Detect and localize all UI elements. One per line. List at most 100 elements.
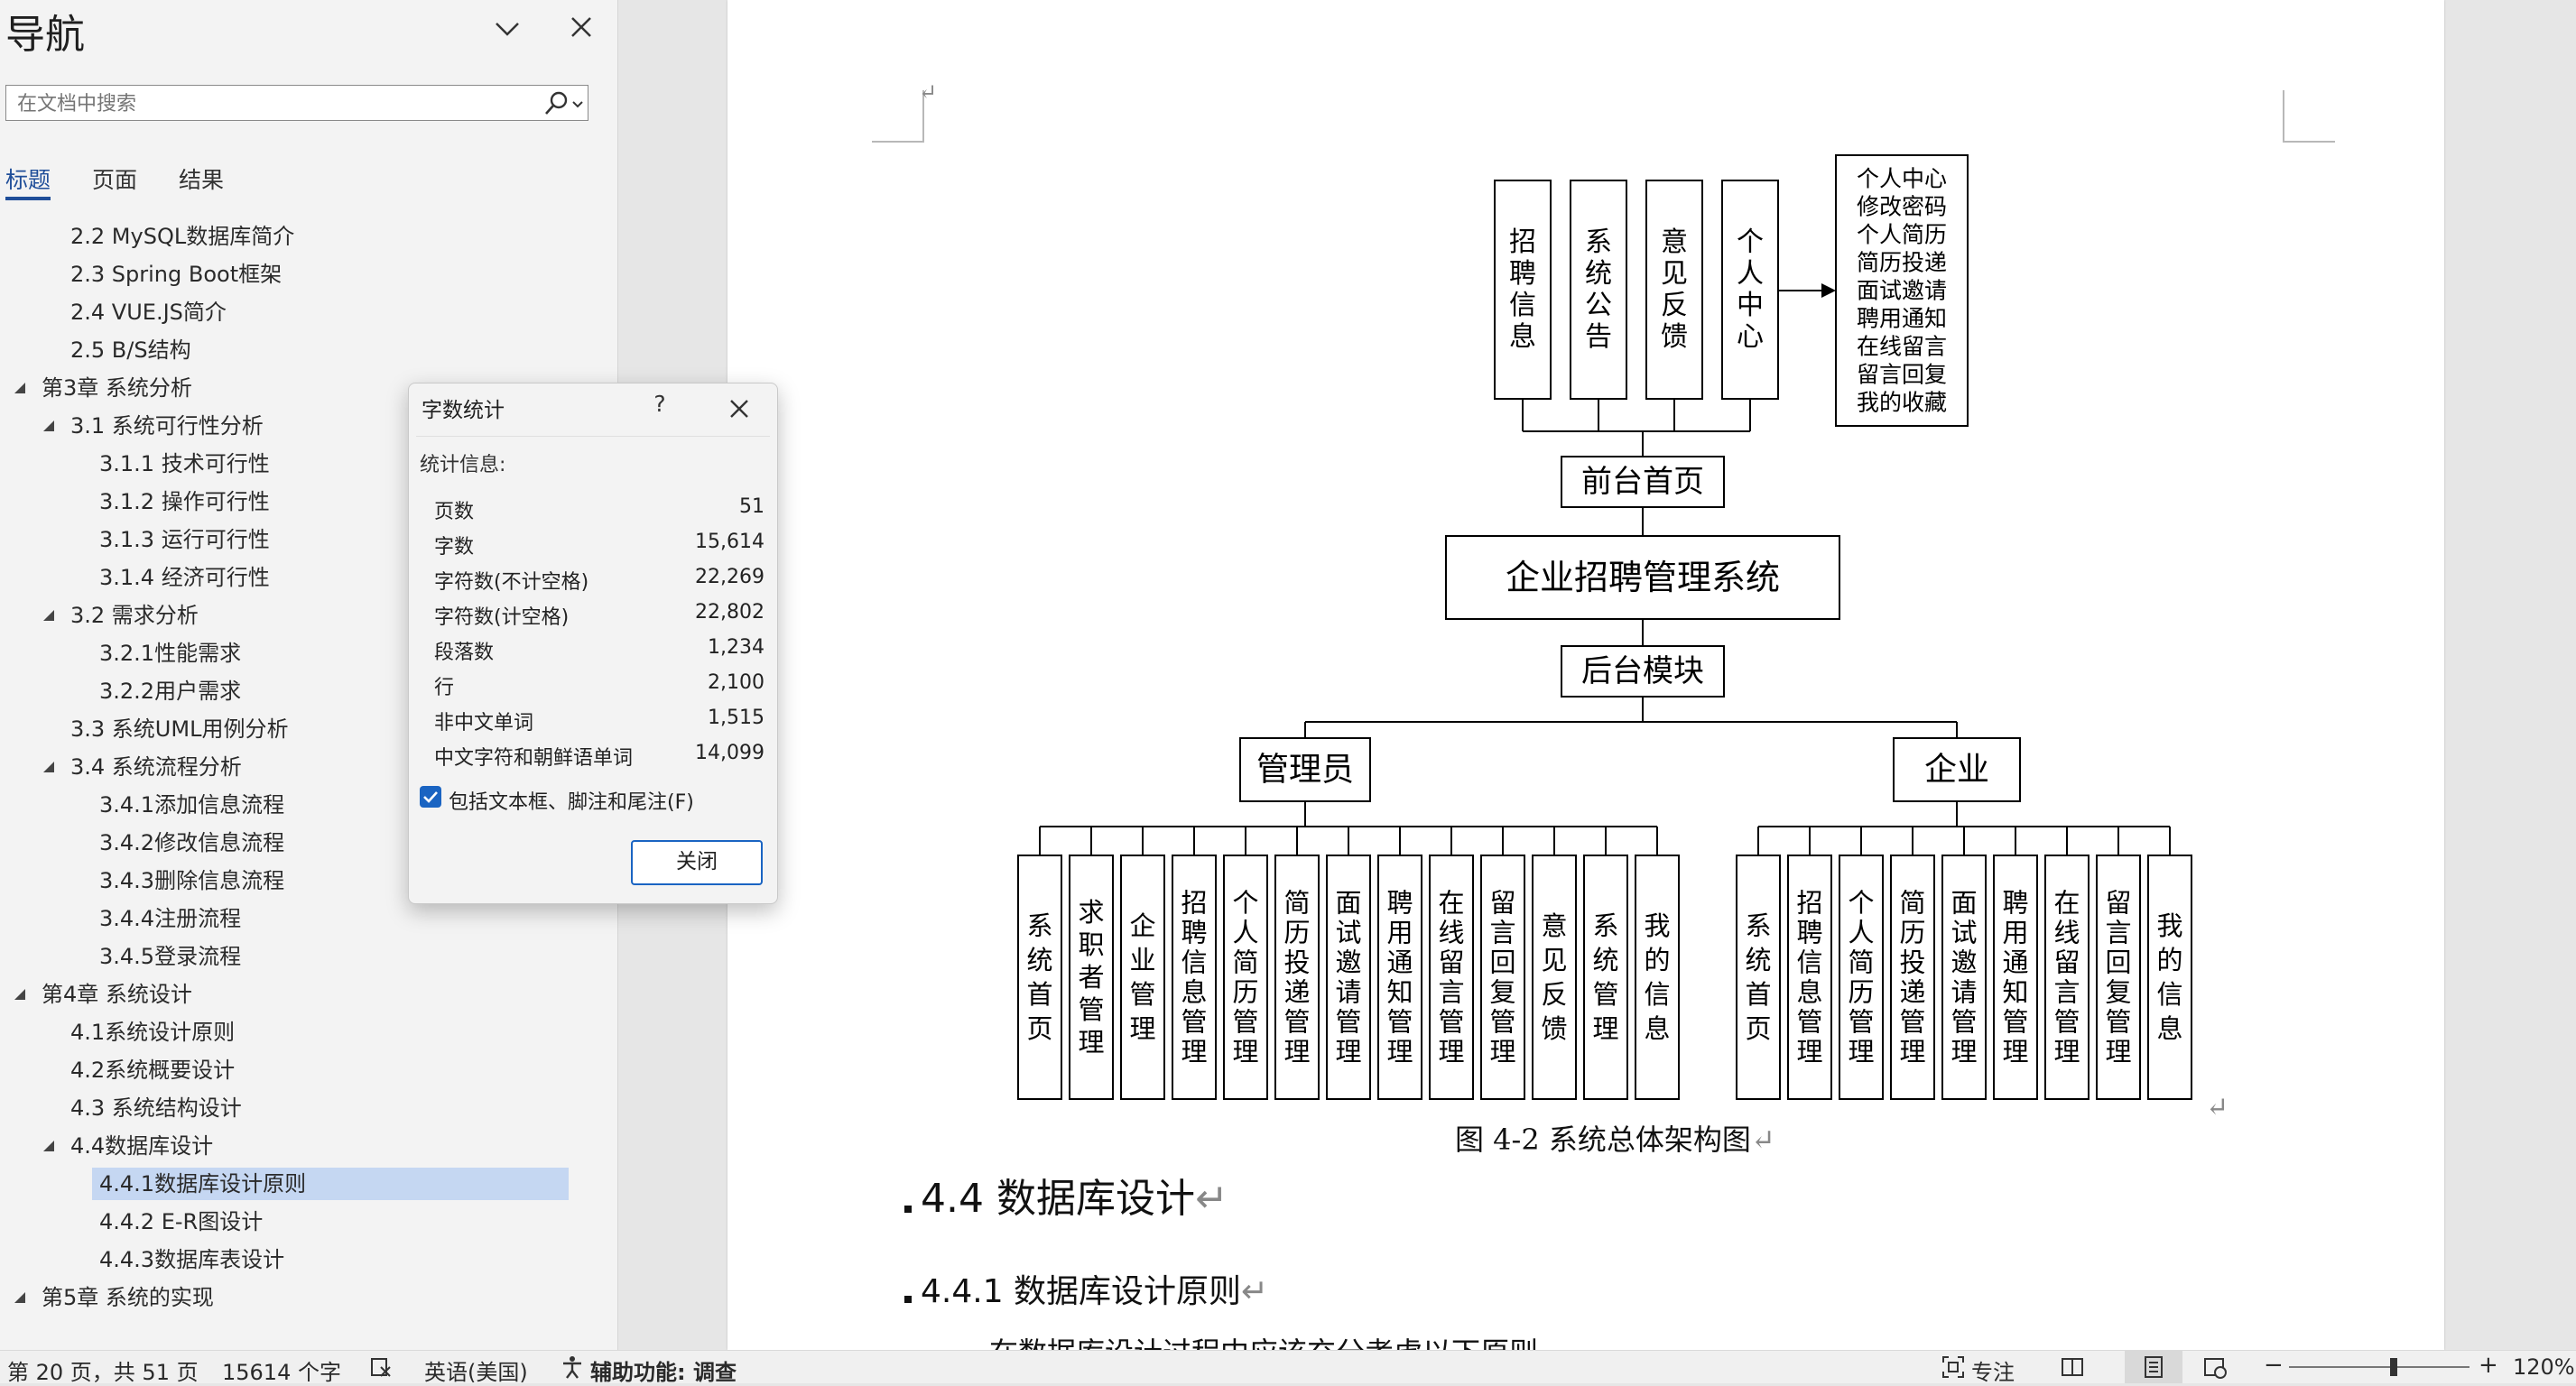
- admin-module-label: 意: [1541, 910, 1567, 941]
- help-button[interactable]: ?: [653, 391, 666, 417]
- outline-item[interactable]: 4.2系统概要设计: [70, 1058, 236, 1083]
- expand-arrow-icon[interactable]: [13, 381, 27, 395]
- admin-module-box: [1069, 855, 1114, 1100]
- close-icon[interactable]: [723, 393, 755, 425]
- enterprise-module-label: 首: [1745, 979, 1771, 1010]
- stat-label: 字符数(不计空格): [434, 571, 589, 594]
- include-textbox-checkbox[interactable]: [420, 786, 441, 808]
- accessibility-status[interactable]: 辅助功能: 调查: [590, 1360, 737, 1385]
- outline-item[interactable]: 2.2 MySQL数据库简介: [70, 224, 295, 249]
- tab-pages[interactable]: 页面: [92, 167, 138, 193]
- admin-module-label: 言: [1438, 977, 1464, 1008]
- outline-item[interactable]: 2.4 VUE.JS简介: [70, 300, 227, 325]
- language[interactable]: 英语(美国): [424, 1360, 528, 1385]
- zoom-slider-track[interactable]: [2289, 1366, 2469, 1368]
- outline-item[interactable]: 4.4.1数据库设计原则: [92, 1168, 569, 1200]
- web-layout-icon[interactable]: [2202, 1354, 2228, 1380]
- outline-item[interactable]: 3.4.2修改信息流程: [99, 830, 285, 855]
- outline-item[interactable]: 第5章 系统的实现: [42, 1285, 214, 1310]
- outline-item[interactable]: 3.4.5登录流程: [99, 944, 242, 969]
- expand-arrow-icon[interactable]: [13, 1290, 27, 1305]
- accessibility-icon[interactable]: [560, 1354, 585, 1380]
- outline-item[interactable]: 3.1 系统可行性分析: [70, 413, 264, 439]
- outline-item[interactable]: 3.2 需求分析: [70, 603, 199, 628]
- focus-icon[interactable]: [1941, 1354, 1966, 1380]
- outline-item[interactable]: 3.4 系统流程分析: [70, 754, 242, 780]
- enterprise-module-label: 理: [1848, 1037, 1874, 1067]
- zoom-in-button[interactable]: +: [2479, 1352, 2498, 1379]
- enterprise-module-label: 页: [1745, 1013, 1771, 1044]
- admin-module-label: 邀: [1335, 947, 1361, 978]
- stat-value: 14,099: [695, 742, 764, 764]
- admin-module-label: 息: [1644, 1013, 1670, 1044]
- outline-item[interactable]: 3.4.1添加信息流程: [99, 792, 285, 818]
- read-mode-icon[interactable]: [2060, 1354, 2085, 1380]
- search-icon[interactable]: [541, 89, 586, 118]
- outline-item[interactable]: 4.4数据库设计: [70, 1133, 214, 1159]
- outline-item[interactable]: 4.1系统设计原则: [70, 1020, 236, 1045]
- outline-item[interactable]: 3.3 系统UML用例分析: [70, 716, 289, 742]
- front-module-label: 反: [1661, 290, 1688, 321]
- expand-arrow-icon[interactable]: [42, 608, 56, 623]
- search-box[interactable]: [5, 85, 588, 121]
- close-button[interactable]: 关闭: [631, 840, 763, 885]
- heading-4-4-1[interactable]: 4.4.1 数据库设计原则↵: [921, 1265, 1268, 1312]
- expand-arrow-icon[interactable]: [42, 760, 56, 774]
- front-module-label: 人: [1737, 258, 1764, 290]
- admin-module-label: 管: [1129, 979, 1155, 1010]
- expand-arrow-icon[interactable]: [13, 987, 27, 1002]
- paragraph-mark: ↵: [1750, 1123, 1775, 1157]
- admin-module-label: 理: [1438, 1037, 1464, 1067]
- admin-module-label: 理: [1283, 1037, 1310, 1067]
- tab-results[interactable]: 结果: [179, 167, 225, 193]
- front-module-label: 心: [1737, 321, 1764, 353]
- admin-module-label: 理: [1078, 1027, 1104, 1058]
- outline-item[interactable]: 2.3 Spring Boot框架: [70, 262, 283, 287]
- tab-headings[interactable]: 标题: [5, 167, 51, 193]
- enterprise-module-label: 管: [2053, 1007, 2080, 1038]
- zoom-slider-thumb[interactable]: [2390, 1358, 2397, 1376]
- admin-module-box: [1223, 855, 1268, 1100]
- nav-title: 导航: [5, 12, 85, 58]
- print-layout-button[interactable]: [2125, 1351, 2182, 1383]
- admin-module-label: 理: [1335, 1037, 1361, 1067]
- personal-center-box: [1835, 154, 1969, 427]
- outline-item[interactable]: 2.5 B/S结构: [70, 337, 191, 363]
- dialog-title: 字数统计: [422, 399, 505, 422]
- outline-item[interactable]: 3.4.4注册流程: [99, 906, 242, 931]
- zoom-out-button[interactable]: −: [2264, 1352, 2284, 1379]
- zoom-level[interactable]: 120%: [2513, 1354, 2575, 1380]
- front-module-label: 见: [1661, 258, 1688, 290]
- outline-item[interactable]: 3.1.4 经济可行性: [99, 565, 270, 590]
- outline-item[interactable]: 3.2.2用户需求: [99, 679, 242, 704]
- admin-module-label: 见: [1541, 945, 1567, 975]
- proofing-icon[interactable]: [368, 1354, 394, 1380]
- outline-item[interactable]: 4.3 系统结构设计: [70, 1095, 242, 1121]
- outline-item[interactable]: 3.1.1 技术可行性: [99, 451, 270, 476]
- paragraph-mark: ↵: [1194, 1176, 1228, 1222]
- outline-item[interactable]: 4.4.3数据库表设计: [99, 1247, 285, 1272]
- search-input[interactable]: [15, 89, 524, 118]
- print-layout-icon: [2145, 1356, 2163, 1378]
- enterprise-module-label: 知: [2002, 977, 2028, 1008]
- heading-4-4[interactable]: 4.4 数据库设计↵: [921, 1166, 1228, 1224]
- expand-arrow-icon[interactable]: [42, 419, 56, 433]
- admin-module-label: 历: [1232, 977, 1258, 1008]
- page-count[interactable]: 第 20 页，共 51 页: [7, 1360, 199, 1385]
- outline-item[interactable]: 3.1.2 操作可行性: [99, 489, 270, 514]
- focus-mode[interactable]: 专注: [1971, 1360, 2015, 1385]
- system-name-box: [1445, 535, 1840, 620]
- expand-arrow-icon[interactable]: [42, 1139, 56, 1153]
- outline-item[interactable]: 4.4.2 E-R图设计: [99, 1209, 264, 1234]
- outline-item[interactable]: 3.4.3删除信息流程: [99, 868, 285, 893]
- outline-item[interactable]: 3.2.1性能需求: [99, 641, 242, 666]
- word-count[interactable]: 15614 个字: [222, 1360, 341, 1385]
- chevron-down-icon[interactable]: [491, 13, 524, 45]
- outline-item[interactable]: 3.1.3 运行可行性: [99, 527, 270, 552]
- include-textbox-label[interactable]: 包括文本框、脚注和尾注(F): [449, 791, 694, 814]
- outline-item[interactable]: 第3章 系统分析: [42, 375, 192, 401]
- close-icon[interactable]: [565, 11, 598, 43]
- crop-mark: [2283, 90, 2335, 143]
- outline-item[interactable]: 第4章 系统设计: [42, 982, 192, 1007]
- admin-module-label: 投: [1283, 947, 1310, 978]
